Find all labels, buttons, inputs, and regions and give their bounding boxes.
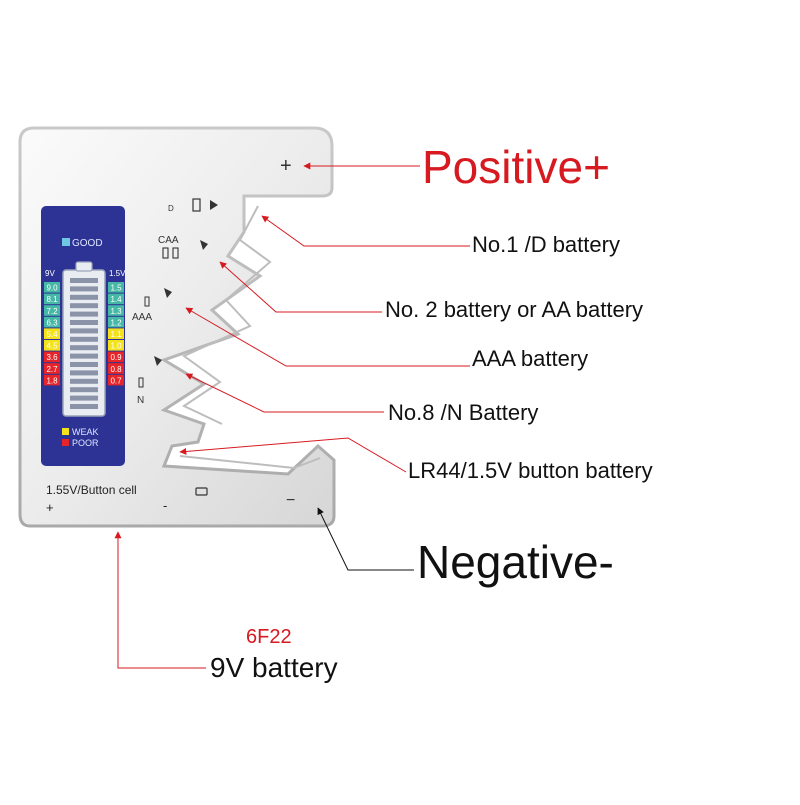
- bottom-minus-sign: -: [163, 498, 167, 513]
- scale-15v-value: 1.4: [110, 295, 122, 304]
- button-cell-label: 1.55V/Button cell: [46, 483, 137, 497]
- callout-9v: [114, 531, 206, 669]
- scale-9v-value: 3.6: [46, 353, 58, 362]
- level-bar-segment: [70, 328, 98, 334]
- scale-15v-cell: [108, 374, 124, 386]
- label-9v-battery: 9V battery: [210, 652, 338, 683]
- bottom-plus-sign: +: [46, 500, 54, 515]
- scale-9v-value: 1.8: [46, 376, 58, 385]
- scale-9v-cell: [44, 282, 60, 293]
- scale-15v-cell: [108, 305, 124, 316]
- scale-15v-value: 0.8: [110, 365, 122, 374]
- weak-label: WEAK: [72, 427, 99, 437]
- scale-9v-value: 9.0: [46, 284, 58, 293]
- label-d-battery: No.1 /D battery: [472, 232, 620, 257]
- scale-15v-value: 1.1: [110, 330, 122, 339]
- good-square: [62, 238, 70, 246]
- level-bar-segment: [70, 294, 98, 300]
- callout-n: [185, 373, 384, 413]
- scale-15v-cell: [108, 363, 124, 374]
- scale-9v-value: 6.3: [46, 318, 58, 327]
- scale-15v-value: 0.7: [110, 376, 122, 385]
- scale-15v-cell: [108, 351, 124, 363]
- level-bar-segment: [70, 303, 98, 309]
- level-bar-segment: [70, 353, 98, 359]
- level-bar-segment: [70, 278, 98, 283]
- scale-9v-value: 8.1: [46, 295, 58, 304]
- slot-arrow-caa: [200, 240, 208, 250]
- slot-channel: [179, 205, 321, 470]
- device-minus-sign: −: [286, 492, 295, 509]
- level-bar-segment: [70, 320, 98, 325]
- label-aaa-battery: AAA battery: [472, 346, 589, 371]
- scale-9v-header: 9V: [45, 269, 55, 278]
- label-button-battery: LR44/1.5V button battery: [408, 458, 653, 483]
- scale-9v-value: 7.2: [46, 307, 58, 316]
- scale-15v-value: 0.9: [110, 353, 122, 362]
- slot-icon-c: [162, 247, 169, 259]
- level-bar-segment: [70, 311, 98, 317]
- slot-arrow-aaa: [164, 288, 172, 298]
- label-positive: Positive+: [422, 141, 610, 193]
- button-cell-icon: [195, 487, 208, 496]
- weak-square: [62, 428, 69, 435]
- scale-15v-value: 1.2: [110, 318, 122, 327]
- callout-negative: [317, 507, 414, 571]
- slot-label-d: D: [168, 204, 174, 213]
- scale-9v-value: 5.4: [46, 330, 58, 339]
- level-battery-icon: [62, 269, 106, 417]
- label-6f22: 6F22: [246, 626, 292, 648]
- scale-9v-cell: [44, 374, 60, 386]
- label-aa-battery: No. 2 battery or AA battery: [385, 297, 644, 322]
- slot-arrow-n: [154, 356, 162, 366]
- level-bar-segment: [70, 378, 98, 384]
- level-bar-segment: [70, 336, 98, 342]
- slot-icon-aa: [172, 247, 179, 259]
- scale-9v-cell: [44, 316, 60, 328]
- level-bar-segment: [70, 370, 98, 376]
- scale-15v-value: 1.5: [110, 284, 122, 293]
- scale-15v-cell: [108, 328, 124, 339]
- scale-15v-cell: [108, 340, 124, 351]
- scale-9v-cell: [44, 305, 60, 316]
- slot-label-n: N: [137, 395, 144, 406]
- label-n-battery: No.8 /N Battery: [388, 400, 539, 425]
- device-plus-sign: +: [280, 155, 292, 177]
- scale-9v-value: 4.5: [46, 342, 58, 351]
- level-bar-segment: [70, 362, 98, 367]
- slot-icon-d: [192, 198, 201, 212]
- scale-9v-cell: [44, 340, 60, 351]
- scale-15v-cell: [108, 282, 124, 293]
- level-bar-segment: [70, 387, 98, 393]
- callout-aaa: [185, 307, 470, 367]
- scale-9v-cell: [44, 363, 60, 374]
- slot-icon-aaa: [144, 296, 150, 307]
- scale-15v-header: 1.5V: [109, 269, 126, 278]
- scale-9v-value: 2.7: [46, 365, 58, 374]
- level-bar-segment: [70, 395, 98, 401]
- slot-label-aaa: AAA: [132, 312, 152, 323]
- label-negative: Negative-: [417, 536, 614, 588]
- slot-icon-n: [138, 377, 144, 388]
- callout-d: [261, 215, 470, 247]
- poor-label: POOR: [72, 438, 99, 448]
- scale-15v-cell: [108, 293, 124, 305]
- scale-9v-cell: [44, 328, 60, 339]
- scale-15v-cell: [108, 316, 124, 328]
- scale-9v-cell: [44, 351, 60, 363]
- scale-15v-value: 1.0: [110, 342, 122, 351]
- slot-label-caa: CAA: [158, 235, 179, 246]
- level-bar-segment: [70, 286, 98, 292]
- callout-aa: [219, 261, 382, 313]
- slot-arrow-d: [210, 200, 218, 210]
- scale-9v-cell: [44, 293, 60, 305]
- callout-lr44: [179, 437, 407, 473]
- scale-15v-value: 1.3: [110, 307, 122, 316]
- level-bar-segment: [70, 345, 98, 351]
- poor-square: [62, 439, 69, 446]
- good-label: GOOD: [72, 238, 103, 249]
- level-bar-segment: [70, 404, 98, 409]
